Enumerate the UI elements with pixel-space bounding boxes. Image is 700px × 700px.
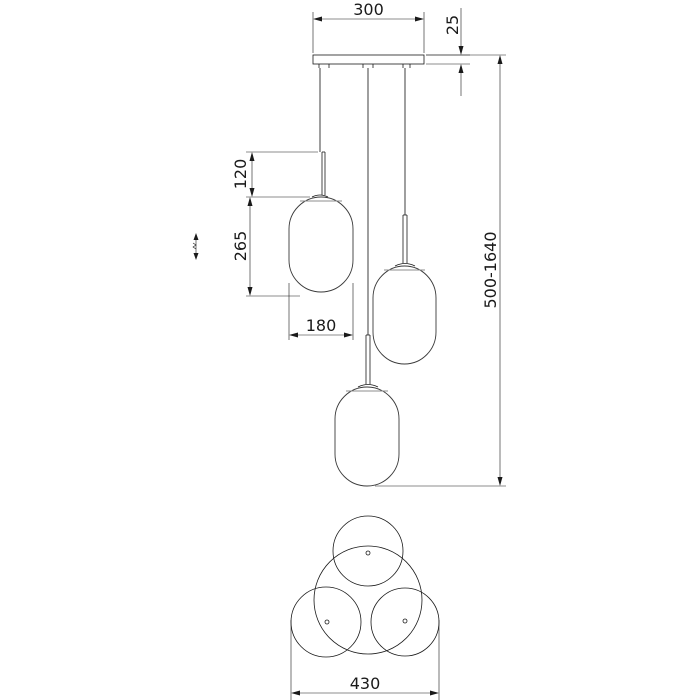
pendant-left	[288, 151, 354, 293]
pendant-cords	[319, 68, 406, 335]
vertical-adjust-arrow-icon	[192, 233, 199, 260]
glass-globe-right	[372, 265, 437, 365]
canopy-plate	[312, 54, 425, 65]
glass-globe-left	[288, 196, 354, 293]
dimension-globe-width: 180	[288, 283, 354, 340]
top-view	[290, 515, 440, 658]
pendant-right	[372, 214, 437, 365]
top-view-globe-right	[370, 587, 440, 657]
top-view-canopy	[313, 545, 423, 655]
dimension-canopy-height: 25	[426, 8, 470, 96]
dim-label-canopy-width: 300	[353, 0, 384, 19]
glass-globe-bottom	[334, 386, 400, 487]
dimension-overall-diameter: 430	[290, 620, 440, 700]
dimension-overall-height: 500-1640	[375, 54, 506, 487]
dimension-canopy-width: 300	[312, 0, 425, 53]
dim-label-canopy-height: 25	[443, 15, 462, 35]
dim-label-connector-height: 120	[231, 159, 250, 190]
pendant-bottom	[334, 334, 400, 487]
dim-label-overall-height: 500-1640	[481, 231, 500, 308]
top-view-globe-left	[290, 586, 362, 658]
dim-label-globe-width: 180	[306, 316, 337, 335]
top-view-globe-top	[332, 515, 404, 587]
dim-label-globe-height: 265	[231, 231, 250, 262]
dimension-connector-height: 120	[231, 151, 318, 198]
dim-label-overall-diameter: 430	[350, 674, 381, 693]
canopy	[312, 54, 425, 68]
dimension-globe-height: 265	[231, 197, 300, 297]
